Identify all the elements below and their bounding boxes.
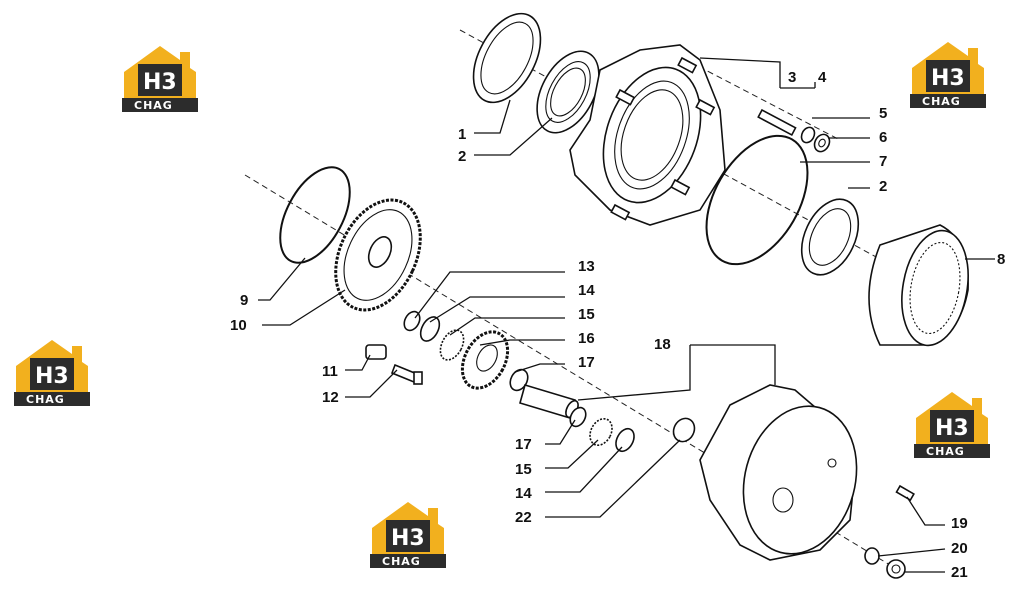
part-3-stud [757, 108, 797, 136]
callout-6: 6 [879, 129, 887, 146]
callout-15-lower: 15 [515, 461, 532, 478]
callout-17-upper: 17 [578, 354, 595, 371]
callout-17-lower: 17 [515, 436, 532, 453]
part-11-bushing [365, 344, 387, 360]
watermark-logo: H3 CHAG [908, 38, 988, 110]
part-2-bearing-lower [800, 198, 860, 276]
callout-7: 7 [879, 153, 887, 170]
callout-4: 4 [818, 69, 827, 86]
callout-2-lower: 2 [879, 178, 887, 195]
svg-text:H3: H3 [935, 416, 969, 441]
callout-10: 10 [230, 317, 247, 334]
part-5-washer [800, 126, 816, 144]
callout-11: 11 [322, 363, 338, 380]
callout-22: 22 [515, 509, 532, 526]
svg-text:CHAG: CHAG [134, 99, 173, 112]
callout-3: 3 [788, 69, 796, 86]
callout-19: 19 [951, 515, 968, 532]
part-15-needle-bearing-upper [439, 329, 465, 361]
svg-text:CHAG: CHAG [26, 393, 65, 406]
hub-housing [569, 44, 726, 226]
part-17-spacer-upper [509, 368, 529, 392]
callout-18: 18 [654, 336, 671, 353]
part-18-cover-housing [699, 384, 858, 561]
callout-14-upper: 14 [578, 282, 595, 299]
part-6-nut [813, 133, 831, 153]
part-10-planet-carrier-gear [334, 198, 422, 312]
callout-21: 21 [951, 564, 968, 581]
svg-text:H3: H3 [143, 70, 177, 95]
part-8-ring-gear [868, 224, 969, 347]
watermark-logo: H3 CHAG [120, 42, 200, 114]
svg-text:CHAG: CHAG [926, 445, 965, 458]
part-12-bolt [390, 363, 423, 385]
watermark-logo: H3 CHAG [912, 388, 992, 460]
callout-14-lower: 14 [515, 485, 532, 502]
svg-text:CHAG: CHAG [382, 555, 421, 568]
callout-5: 5 [879, 105, 887, 122]
part-14-thrust-washer-lower [615, 427, 635, 453]
part-14-thrust-washer-upper [419, 316, 441, 342]
callout-16: 16 [578, 330, 595, 347]
part-2-bearing-upper [536, 50, 600, 134]
part-20-seal-washer [864, 547, 880, 565]
leader-lines [258, 57, 995, 573]
callout-1: 1 [458, 126, 466, 143]
svg-text:H3: H3 [35, 364, 69, 389]
part-22-thrust-plate [672, 417, 696, 443]
callout-15-upper: 15 [578, 306, 595, 323]
svg-text:H3: H3 [931, 66, 965, 91]
part-15-needle-bearing-lower [589, 417, 613, 447]
watermark-logo: H3 CHAG [12, 336, 92, 408]
part-7-o-ring [705, 134, 809, 266]
part-16-planet-gear [460, 330, 510, 390]
watermark-logo: H3 CHAG [368, 498, 448, 570]
part-9-snap-ring [279, 166, 351, 264]
callout-20: 20 [951, 540, 968, 557]
part-19-screw [895, 484, 915, 502]
callout-13: 13 [578, 258, 595, 275]
svg-text:CHAG: CHAG [922, 95, 961, 108]
part-21-plug [886, 559, 906, 579]
callout-2-upper: 2 [458, 148, 466, 165]
svg-text:H3: H3 [391, 526, 425, 551]
stud-axis [689, 61, 841, 141]
part-1-seal-ring [472, 12, 542, 104]
callout-12: 12 [322, 389, 339, 406]
callout-9: 9 [240, 292, 248, 309]
callout-8: 8 [997, 251, 1005, 268]
